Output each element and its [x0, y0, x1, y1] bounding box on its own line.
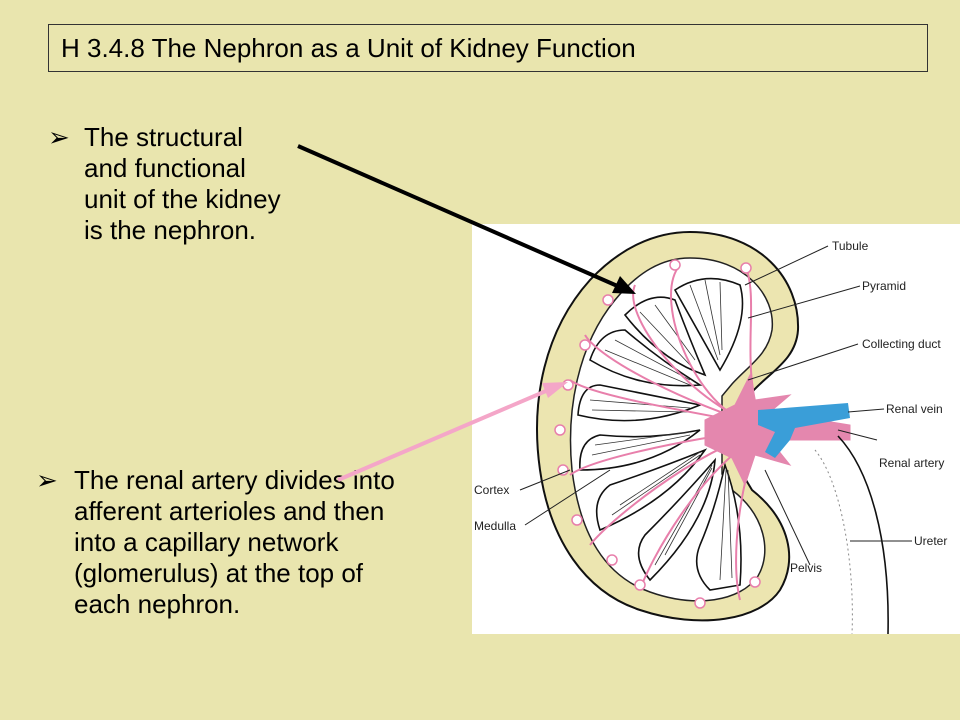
- label-renal-artery: Renal artery: [879, 456, 944, 470]
- label-cortex: Cortex: [474, 483, 509, 497]
- ureter: [837, 435, 889, 634]
- kidney-illustration: Tubule Pyramid Collecting duct Renal vei…: [474, 230, 947, 634]
- bullet-arrow-icon: ➢: [36, 465, 58, 495]
- label-pelvis: Pelvis: [790, 561, 822, 575]
- renal-vein: [758, 403, 850, 458]
- label-medulla: Medulla: [474, 519, 516, 533]
- label-ureter: Ureter: [914, 534, 947, 548]
- pyramid-striations: [589, 279, 733, 581]
- label-pyramid: Pyramid: [862, 279, 906, 293]
- bullet-renal-artery: ➢ The renal artery divides into afferent…: [36, 465, 416, 620]
- bullet-text: The renal artery divides into afferent a…: [74, 465, 395, 619]
- bullet-arrow-icon: ➢: [48, 122, 70, 152]
- label-collecting-duct: Collecting duct: [862, 337, 941, 351]
- label-leader-lines: [519, 245, 912, 566]
- bullet-structural-unit: ➢ The structural and functional unit of …: [48, 122, 288, 246]
- bullet-text: The structural and functional unit of th…: [84, 122, 281, 245]
- label-renal-vein: Renal vein: [886, 402, 943, 416]
- artery-callout-arrow: [337, 382, 568, 482]
- slide-title: H 3.4.8 The Nephron as a Unit of Kidney …: [48, 24, 928, 72]
- label-tubule: Tubule: [832, 239, 869, 253]
- nephron-callout-arrow: [297, 144, 636, 294]
- glomeruli: [554, 259, 761, 609]
